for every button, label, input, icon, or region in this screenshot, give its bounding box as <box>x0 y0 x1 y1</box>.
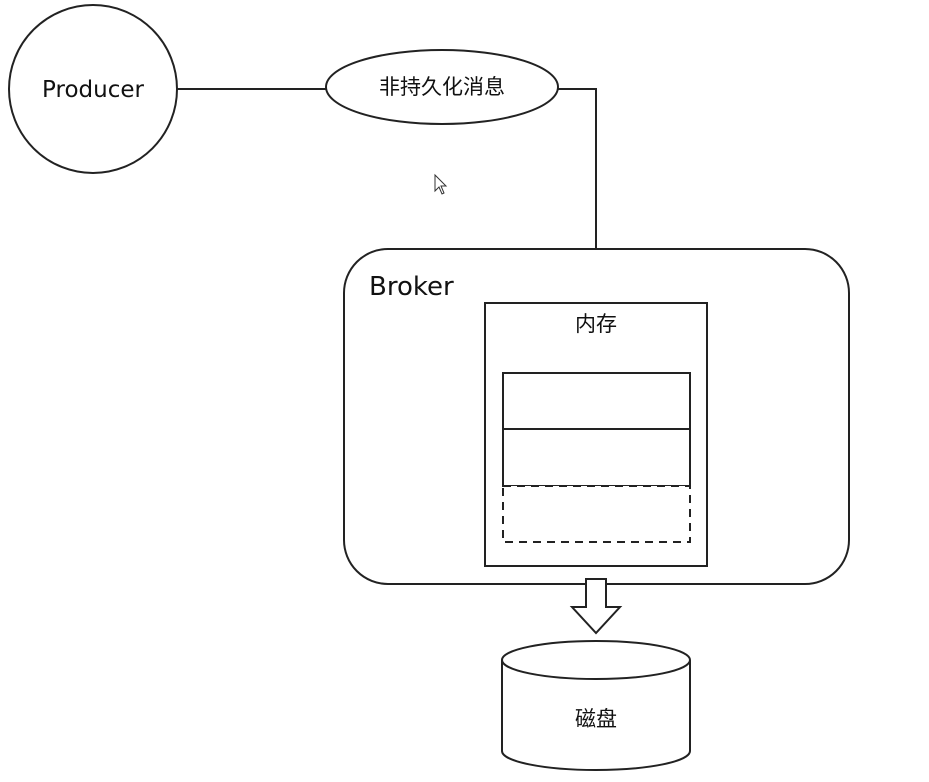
memory-slot <box>502 372 691 430</box>
producer-label: Producer <box>42 77 144 103</box>
producer-node: Producer <box>8 4 178 174</box>
broker-label: Broker <box>369 272 454 302</box>
disk-label: 磁盘 <box>575 707 617 731</box>
persist-to-disk-arrow <box>569 578 623 635</box>
message-node: 非持久化消息 <box>325 49 559 125</box>
memory-label: 内存 <box>575 312 617 336</box>
disk-node: 磁盘 <box>501 640 691 771</box>
memory-slot <box>502 428 691 487</box>
mouse-cursor-icon <box>434 173 448 195</box>
memory-slot-empty <box>502 485 691 543</box>
message-to-broker-connector <box>558 88 597 250</box>
memory-box: 内存 <box>484 302 708 567</box>
message-label: 非持久化消息 <box>379 75 505 99</box>
